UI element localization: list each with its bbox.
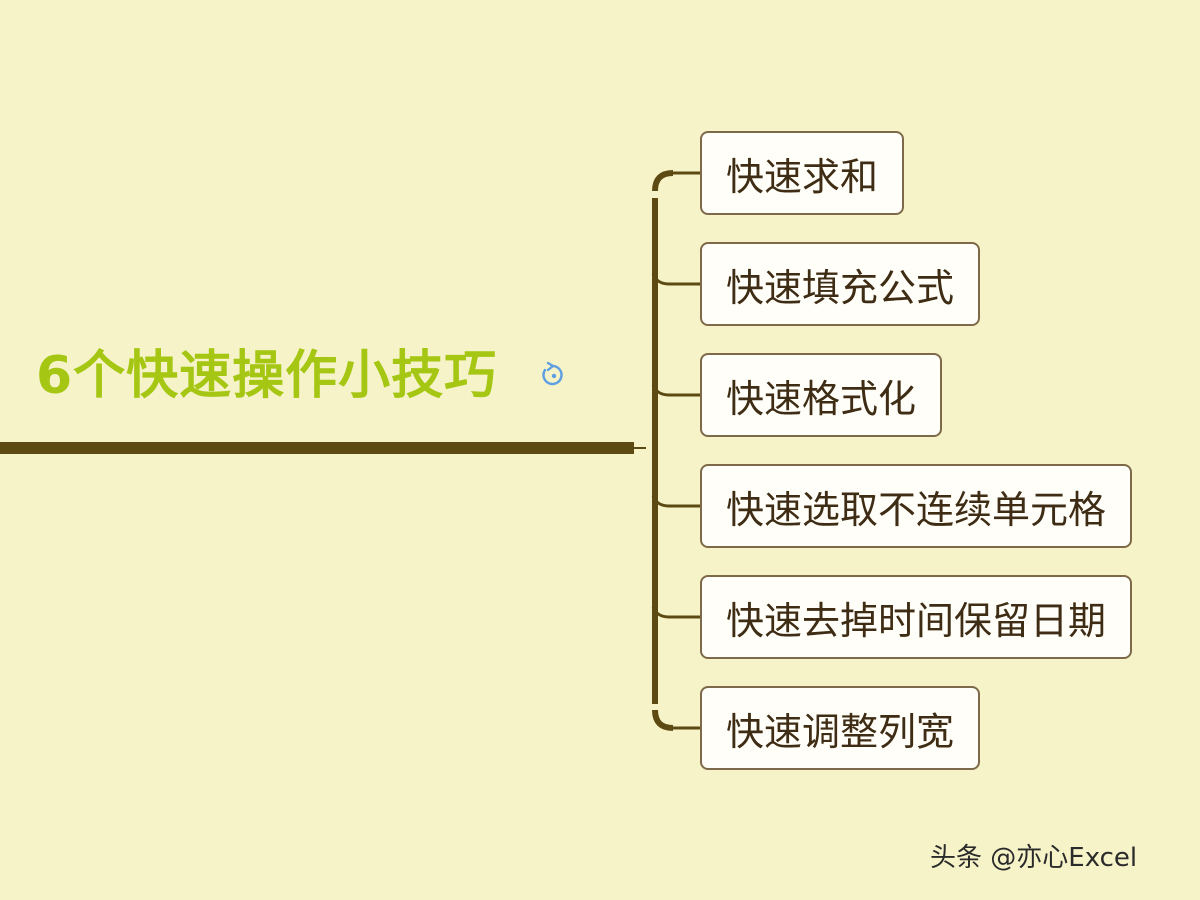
subtopic-node-2[interactable]: 快速填充公式 [700, 242, 981, 326]
link-back-icon[interactable] [536, 360, 566, 390]
subtopic-node-3[interactable]: 快速格式化 [700, 353, 943, 437]
branch-corner-6 [652, 709, 674, 731]
branch-corner-1 [652, 170, 674, 192]
root-branch-line [0, 442, 634, 454]
branch-connector-5 [651, 606, 700, 619]
branch-connector-4 [651, 495, 700, 508]
root-branch-stub [634, 447, 646, 449]
branch-connector-2 [651, 273, 700, 286]
central-topic[interactable]: 6个快速操作小技巧 [36, 346, 498, 406]
subtopic-node-6[interactable]: 快速调整列宽 [700, 686, 981, 770]
subtopic-node-5[interactable]: 快速去掉时间保留日期 [700, 575, 1133, 659]
subtopic-node-4[interactable]: 快速选取不连续单元格 [700, 464, 1133, 548]
watermark: 头条 @亦心Excel [930, 843, 1138, 873]
branch-connector-3 [651, 384, 700, 397]
subtopic-node-1[interactable]: 快速求和 [700, 131, 905, 215]
